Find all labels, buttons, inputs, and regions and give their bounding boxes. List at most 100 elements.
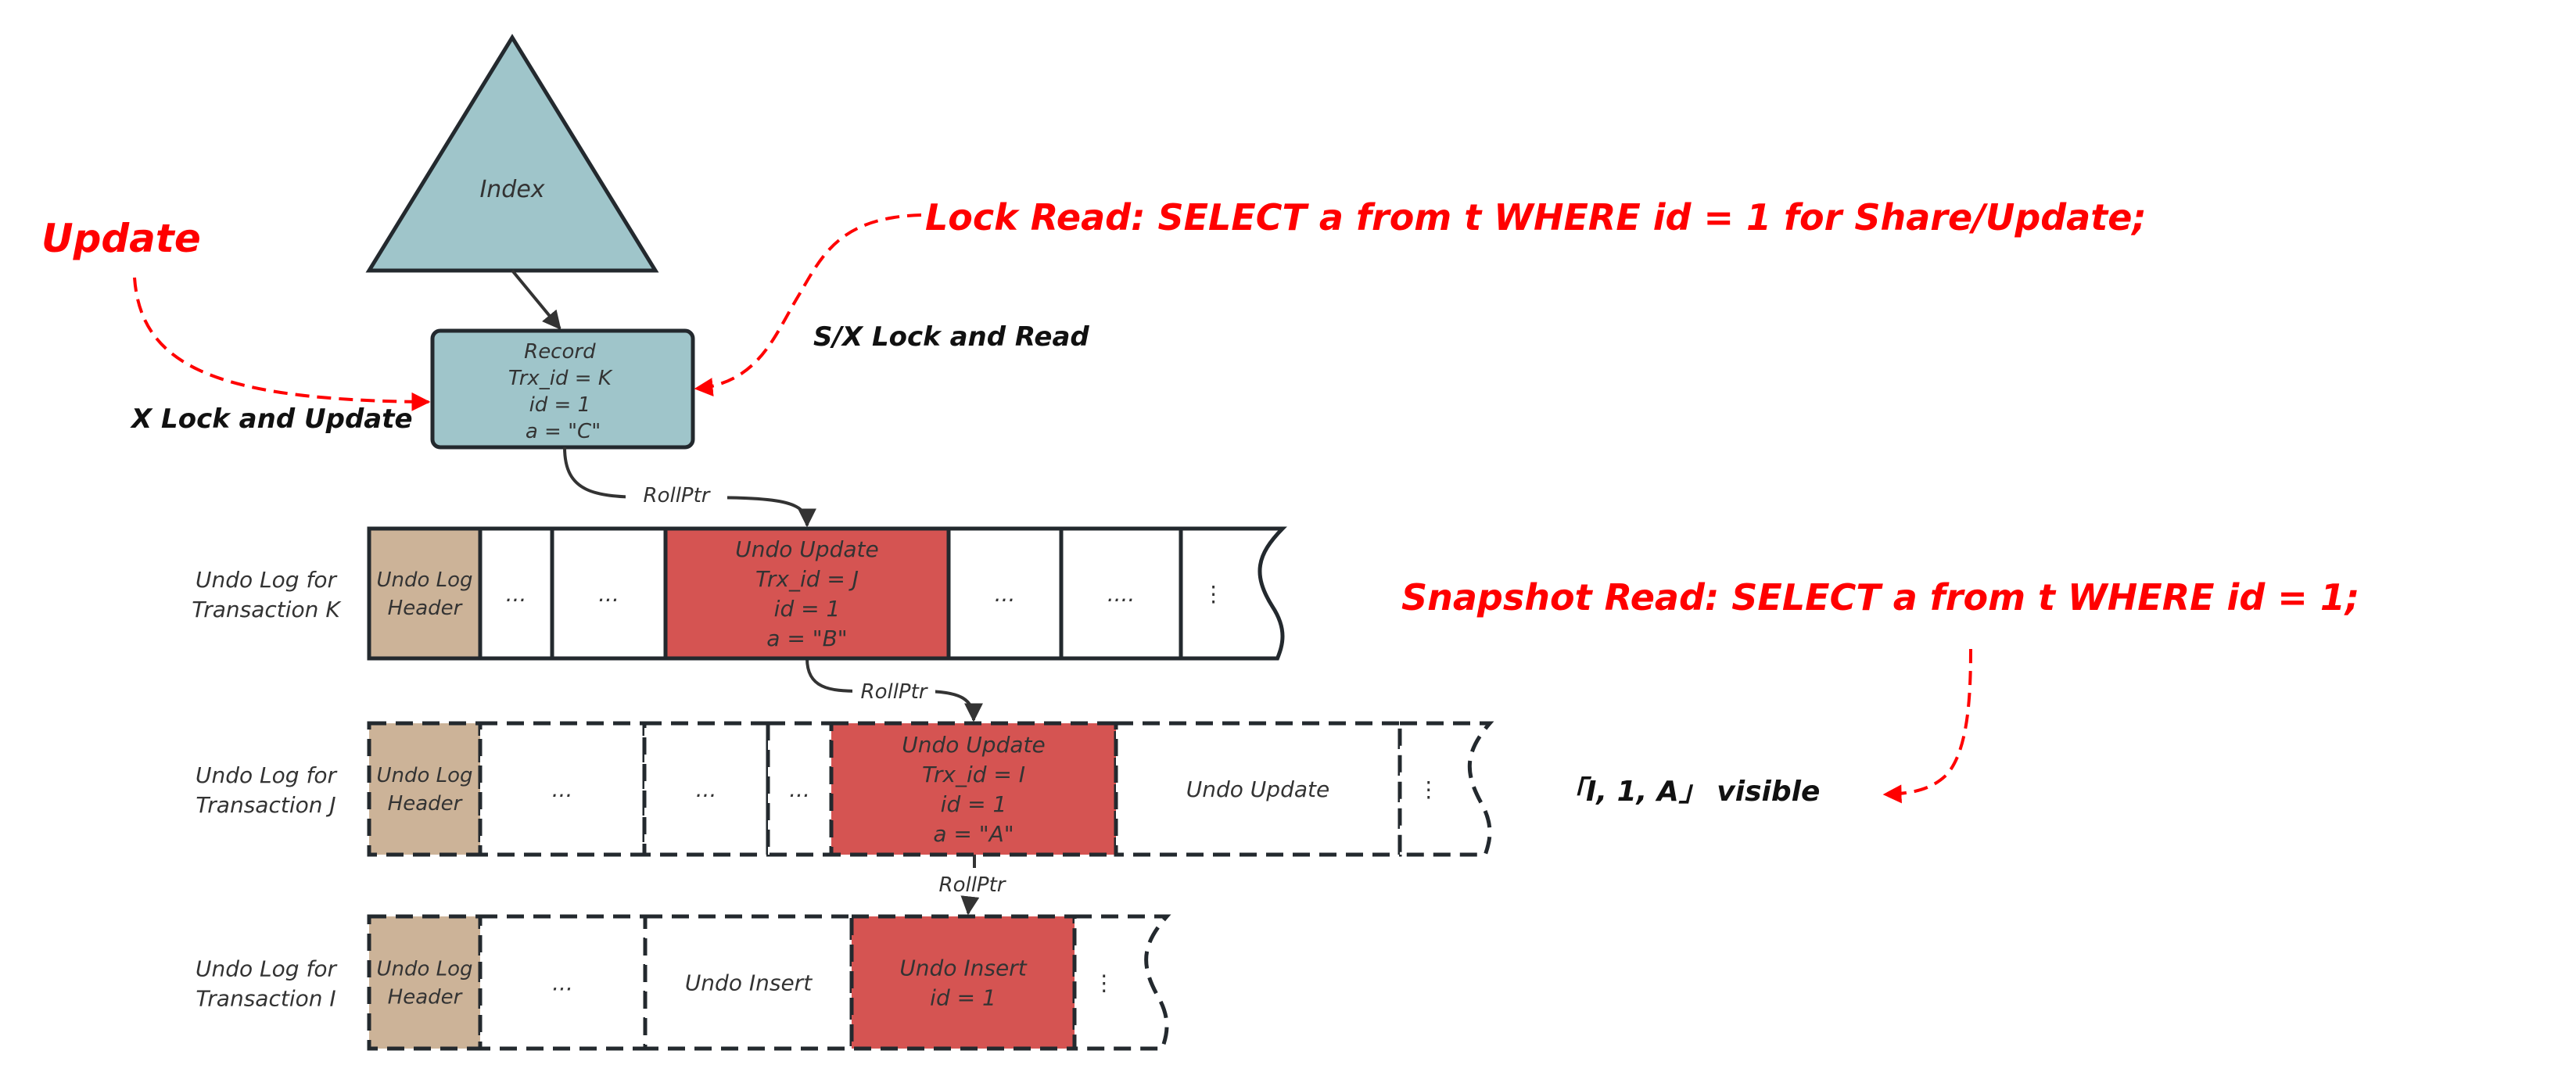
sx-lock-label: S/X Lock and Read xyxy=(813,321,1089,353)
cell-shape xyxy=(766,721,834,857)
cell-text-line: ⋮ xyxy=(1093,970,1115,995)
cell-text-line: ... xyxy=(995,581,1016,607)
cell-text-line: Undo Log xyxy=(376,958,472,981)
cell-shape xyxy=(829,721,1118,857)
cell-shape xyxy=(1072,914,1171,1051)
cell-text-line: ... xyxy=(552,970,573,995)
record-title: Record xyxy=(524,340,596,364)
continuation-cell: ⋮ xyxy=(1179,526,1287,661)
cell-text-line: ⋮ xyxy=(1418,776,1440,802)
cell-text-line: Undo Insert xyxy=(899,955,1027,981)
rollptr-k-to-j: RollPtr xyxy=(805,658,983,722)
cell-shape xyxy=(849,914,1077,1051)
cell-text-line: Header xyxy=(388,792,464,816)
cell-text-line: a = "A" xyxy=(933,821,1014,847)
cell-shape xyxy=(367,914,483,1051)
index-triangle xyxy=(365,34,659,273)
record-node: Record Trx_id = K id = 1 a = "C" xyxy=(430,328,695,450)
cell-text-line: .... xyxy=(1107,581,1136,607)
cell-shape xyxy=(367,526,483,661)
rollptr-label: RollPtr xyxy=(644,484,712,507)
cell-text-line: ... xyxy=(552,776,573,802)
cell-text: ⋮ xyxy=(1418,776,1440,802)
index-to-record-arrow xyxy=(511,269,561,330)
cell-text: ... xyxy=(789,776,810,802)
update-arrow xyxy=(133,277,431,411)
update-label: Update xyxy=(41,216,201,261)
cell-shape xyxy=(642,721,770,857)
cell-text-line: id = 1 xyxy=(930,984,996,1010)
cell-text-line: Undo Update xyxy=(902,732,1045,758)
cell-text-line: Header xyxy=(388,597,464,620)
log-cell: ... xyxy=(946,526,1064,661)
cell-text-line: ... xyxy=(696,776,717,802)
log-cell: ... xyxy=(642,721,770,857)
row-label-line: Transaction I xyxy=(196,986,335,1012)
cell-text: ⋮ xyxy=(1203,581,1225,607)
cell-text: ... xyxy=(552,970,573,995)
log-cell: ... xyxy=(478,914,648,1051)
cell-text: ... xyxy=(552,776,573,802)
cell-shape xyxy=(1397,721,1494,857)
record-trx-id: Trx_id = K xyxy=(508,367,613,390)
cell-text-line: ... xyxy=(598,581,619,607)
log-cell: .... xyxy=(1059,526,1183,661)
cell-text: ... xyxy=(696,776,717,802)
cell-text-line: Undo Update xyxy=(735,536,878,562)
svg-text:Record Trx_id = K: Record Trx_id = K id = 1 a = "C" xyxy=(508,340,618,443)
visible-result-label: 「I, 1, A」 visible xyxy=(1558,776,1820,808)
row-label-line: Undo Log for xyxy=(196,956,337,982)
cell-text-line: a = "B" xyxy=(766,626,847,651)
row-label-line: Undo Log for xyxy=(196,762,337,788)
rollptr-record-to-k: RollPtr xyxy=(563,446,816,528)
cell-text: Undo Insert id = 1 xyxy=(899,955,1027,1010)
cell-text: Undo Insert xyxy=(685,970,813,995)
cell-shape xyxy=(478,721,647,857)
x-lock-label: X Lock and Update xyxy=(130,403,413,435)
cell-text-line: id = 1 xyxy=(941,791,1007,817)
log-cell: ... xyxy=(478,721,647,857)
cell-text: .... xyxy=(1107,581,1136,607)
continuation-cell: ⋮ xyxy=(1397,721,1494,857)
cell-text: ... xyxy=(598,581,619,607)
log-cell: Undo Insert xyxy=(643,914,854,1051)
lock-read-arrow xyxy=(694,213,922,397)
snapshot-read-arrow xyxy=(1882,648,1972,804)
cell-text: Undo Update xyxy=(1186,776,1329,802)
cell-text-line: Header xyxy=(388,986,464,1009)
rollptr-label: RollPtr xyxy=(939,873,1007,897)
cell-text-line: Undo Insert xyxy=(685,970,813,995)
row-label-line: Transaction J xyxy=(196,792,335,818)
cell-text-line: Undo Log xyxy=(376,568,472,592)
cell-text-line: id = 1 xyxy=(774,596,841,622)
log-cell: ... xyxy=(550,526,668,661)
cell-text-line: ... xyxy=(506,581,527,607)
log-cell: ... xyxy=(478,526,554,661)
cell-shape xyxy=(1114,721,1402,857)
cell-shape xyxy=(946,526,1064,661)
index-node: Index xyxy=(365,34,659,273)
cell-shape xyxy=(663,526,951,661)
snapshot-read-label: Snapshot Read: SELECT a from t WHERE id … xyxy=(1401,576,2359,619)
undo-record-cell: Undo Insert id = 1 xyxy=(849,914,1077,1051)
rollptr-j-to-i: RollPtr xyxy=(939,855,1007,913)
record-box xyxy=(430,328,695,450)
